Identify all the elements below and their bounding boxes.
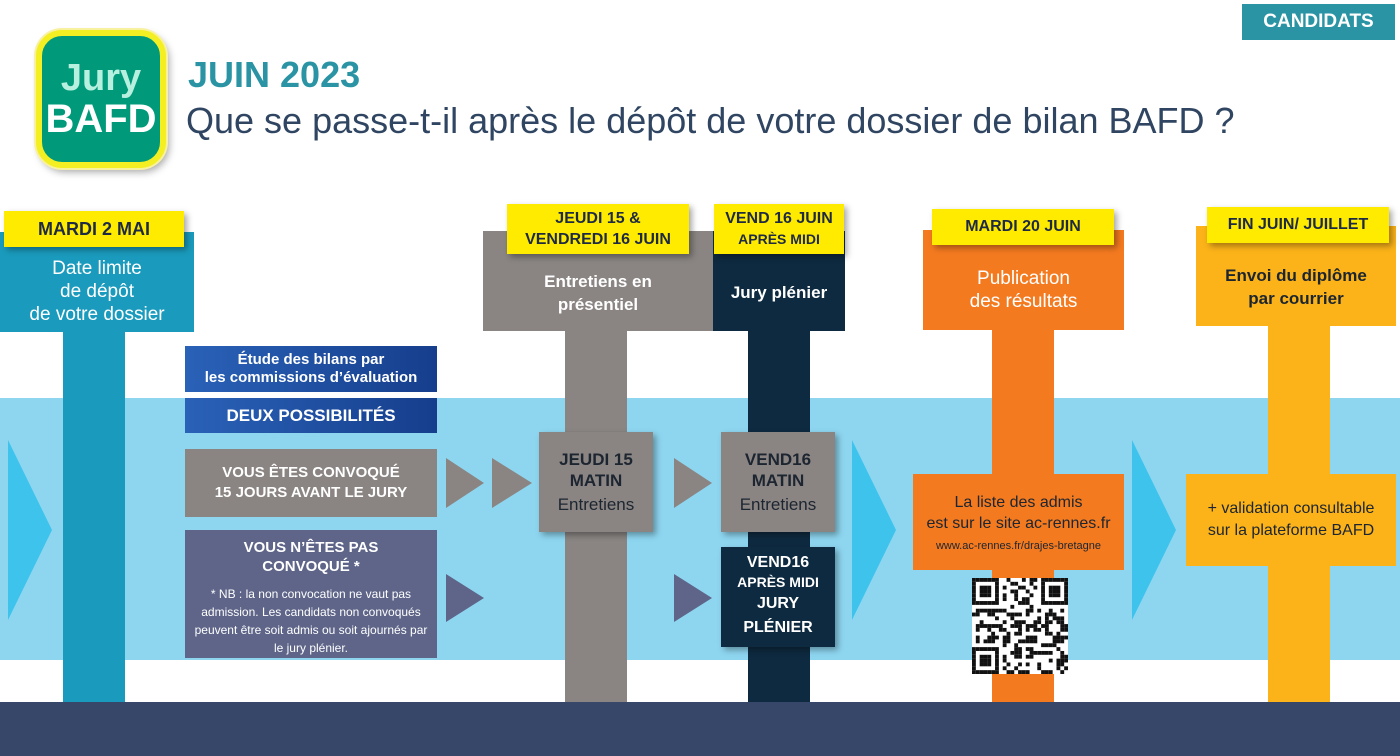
step4-text: Publication des résultats xyxy=(969,268,1078,312)
column-teal xyxy=(63,330,125,710)
study-box: Étude des bilans par les commissions d’é… xyxy=(185,346,437,392)
candidats-tag: CANDIDATS xyxy=(1242,4,1395,40)
step3-box2-l1: VEND16 xyxy=(746,554,810,571)
not-convoque-title: VOUS N’ÊTES PAS CONVOQUÉ * xyxy=(243,539,379,575)
gray-arrow-3 xyxy=(674,458,712,508)
step3-date-label: VEND 16 JUIN APRÈS MIDI xyxy=(714,204,844,254)
two-options-box: DEUX POSSIBILITÉS xyxy=(185,398,437,433)
step3-box1-title: VEND16 MATIN xyxy=(744,450,812,490)
qr-code[interactable] xyxy=(972,578,1068,674)
step3-afternoon-box: VEND16 APRÈS MIDI JURY PLÉNIER xyxy=(721,547,835,647)
step5-text: Envoi du diplôme par courrier xyxy=(1225,266,1367,308)
slate-arrow-1 xyxy=(446,574,484,622)
header-date: JUIN 2023 xyxy=(188,54,361,95)
gray-arrow-2 xyxy=(492,458,532,508)
slate-arrow-2 xyxy=(674,574,712,622)
footer-bar xyxy=(0,702,1400,756)
step2-box-title: JEUDI 15 MATIN xyxy=(559,450,633,490)
not-convoque-box: VOUS N’ÊTES PAS CONVOQUÉ * * NB : la non… xyxy=(185,530,437,658)
flow-arrow-mid xyxy=(852,440,896,620)
step2-morning-box: JEUDI 15 MATIN Entretiens xyxy=(539,432,653,532)
step3-date-line1: VEND 16 JUIN xyxy=(725,210,833,227)
step2-text: Entretiens en présentiel xyxy=(544,272,652,314)
step4-date-label: MARDI 20 JUIN xyxy=(932,209,1114,245)
step3-morning-box: VEND16 MATIN Entretiens xyxy=(721,432,835,532)
step1-panel: Date limite de dépôt de votre dossier xyxy=(0,232,194,332)
flow-arrow-right xyxy=(1132,440,1176,620)
jury-bafd-badge: Jury BAFD xyxy=(36,30,166,168)
step4-results-box: La liste des admis est sur le site ac-re… xyxy=(913,474,1124,570)
step4-panel: Publication des résultats xyxy=(923,230,1124,330)
step1-date-label: MARDI 2 MAI xyxy=(4,211,184,247)
step5-validation-box: + validation consultable sur la platefor… xyxy=(1186,474,1396,566)
step3-box2-l3: JURY PLÉNIER xyxy=(743,595,813,636)
step1-text: Date limite de dépôt de votre dossier xyxy=(29,257,165,325)
step2-box-sub: Entretiens xyxy=(557,495,635,514)
gray-arrow-1 xyxy=(446,458,484,508)
step3-box1-sub: Entretiens xyxy=(739,495,817,514)
badge-line1: Jury xyxy=(60,57,142,99)
flow-arrow-left xyxy=(8,440,52,620)
convoque-box: VOUS ÊTES CONVOQUÉ 15 JOURS AVANT LE JUR… xyxy=(185,449,437,517)
step4-url: www.ac-rennes.fr/drajes-bretagne xyxy=(935,540,1102,552)
step3-box2-l2: APRÈS MIDI xyxy=(737,574,819,590)
badge-line2: BAFD xyxy=(45,97,157,141)
step3-date-line2: APRÈS MIDI xyxy=(738,231,820,247)
page-title: Que se passe-t-il après le dépôt de votr… xyxy=(186,100,1235,141)
step5-date-label: FIN JUIN/ JUILLET xyxy=(1207,207,1389,243)
step4-box-text: La liste des admis est sur le site ac-re… xyxy=(926,494,1111,532)
step2-date-label: JEUDI 15 & VENDREDI 16 JUIN xyxy=(507,204,689,254)
not-convoque-note: * NB : la non convocation ne vaut pas ad… xyxy=(194,587,428,655)
step3-text: Jury plénier xyxy=(730,283,828,302)
